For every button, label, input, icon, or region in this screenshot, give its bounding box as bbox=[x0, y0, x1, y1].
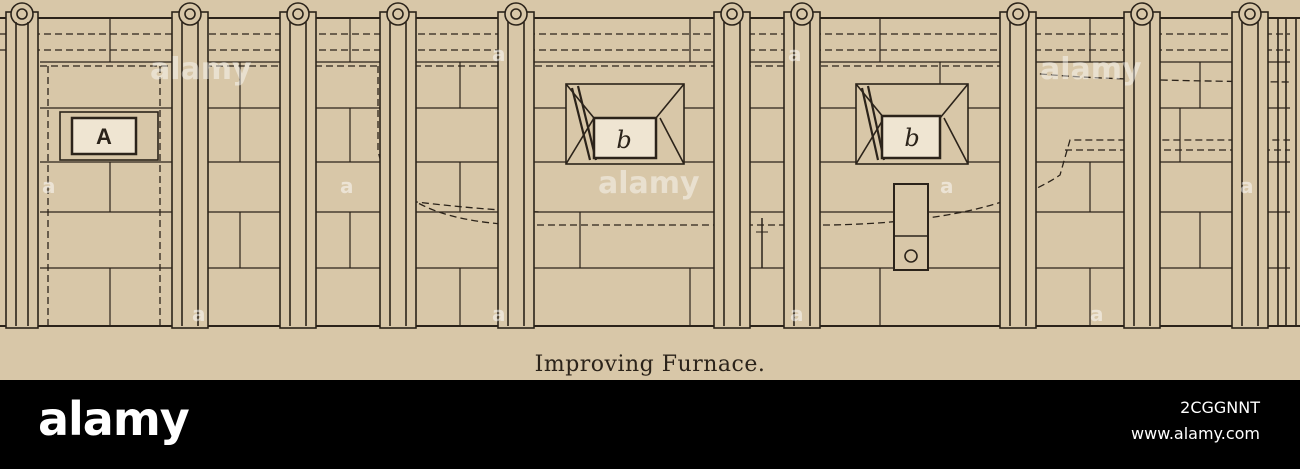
buckstay-4 bbox=[379, 2, 417, 329]
watermark-a-9: a bbox=[790, 302, 804, 326]
buckstay-10 bbox=[1231, 2, 1269, 329]
brick-courses bbox=[40, 18, 1290, 326]
watermark-a-5: a bbox=[492, 42, 506, 66]
buckstay-5 bbox=[497, 2, 535, 329]
watermark-a-4: a bbox=[1240, 174, 1254, 198]
watermark-a-3: a bbox=[940, 174, 954, 198]
image-id: 2CGGNNT bbox=[1180, 398, 1260, 417]
footer-bar bbox=[0, 380, 1300, 469]
engraving-plate: A b b Improving Furnace. alamy alamy ala… bbox=[0, 0, 1300, 380]
door-a-frame bbox=[59, 111, 159, 161]
ash-pit-door bbox=[893, 183, 929, 271]
watermark-a-8: a bbox=[492, 302, 506, 326]
buckstay-6 bbox=[713, 2, 751, 329]
figure-caption: Improving Furnace. bbox=[534, 352, 766, 377]
door-b2-label: b bbox=[904, 124, 919, 152]
buckstay-3 bbox=[279, 2, 317, 329]
door-b2-frame bbox=[855, 83, 969, 165]
buckstay-8 bbox=[999, 2, 1037, 329]
furnace-elevation-diagram: A b b bbox=[0, 2, 1300, 329]
buckstay-1 bbox=[5, 2, 39, 329]
watermark-a-10: a bbox=[1090, 302, 1104, 326]
watermark-a-2: a bbox=[340, 174, 354, 198]
alamy-logo[interactable]: alamy bbox=[38, 392, 190, 446]
door-b1-label: b bbox=[616, 126, 631, 154]
door-a-label: A bbox=[96, 124, 112, 149]
buckstay-9 bbox=[1123, 2, 1161, 329]
buckstay-2 bbox=[171, 2, 209, 329]
buckstays bbox=[5, 2, 1269, 329]
site-url[interactable]: www.alamy.com bbox=[1131, 424, 1260, 443]
watermark-a-1: a bbox=[42, 174, 56, 198]
watermark-a-6: a bbox=[788, 42, 802, 66]
watermark-1: alamy bbox=[150, 52, 252, 87]
buckstay-7 bbox=[783, 2, 821, 329]
watermark-3: alamy bbox=[1040, 52, 1142, 87]
watermark-2: alamy bbox=[598, 166, 700, 201]
watermark-a-7: a bbox=[192, 302, 206, 326]
door-b1-frame bbox=[565, 83, 685, 165]
